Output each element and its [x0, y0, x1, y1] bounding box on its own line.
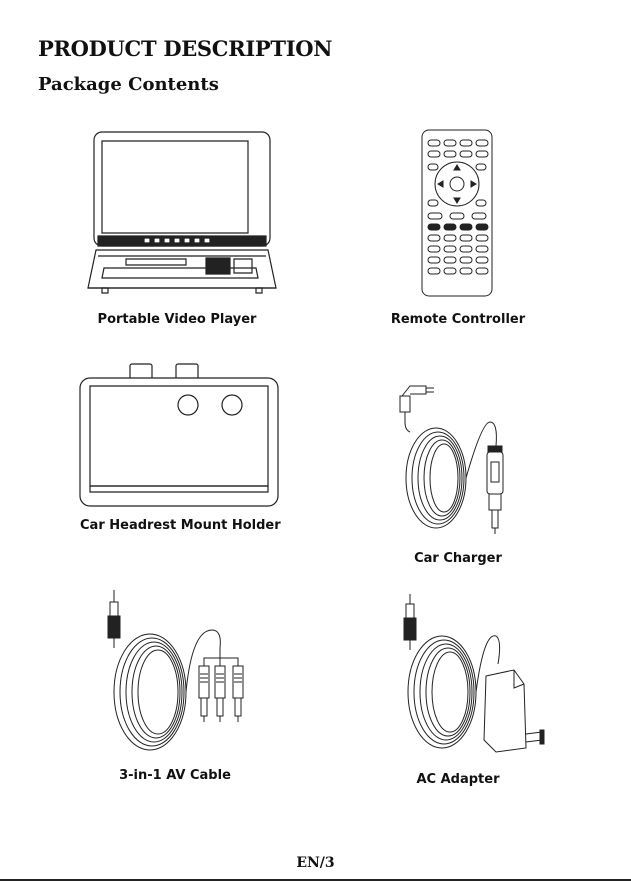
- item-caption: 3-in-1 AV Cable: [110, 768, 240, 783]
- item-caption: AC Adapter: [400, 772, 516, 787]
- bottom-rule: [0, 879, 631, 881]
- item-caption: Car Headrest Mount Holder: [80, 518, 276, 533]
- ac-adapter-illustration: [396, 592, 556, 760]
- headrest-mount-illustration: [78, 360, 280, 510]
- item-caption: Portable Video Player: [86, 312, 268, 327]
- item-caption: Remote Controller: [380, 312, 536, 327]
- portable-dvd-player-illustration: [86, 128, 278, 296]
- remote-control-illustration: [418, 128, 496, 298]
- car-charger-illustration: [396, 382, 522, 540]
- page-number: EN/3: [0, 855, 631, 871]
- item-caption: Car Charger: [396, 551, 520, 566]
- page-title: PRODUCT DESCRIPTION: [38, 36, 332, 61]
- section-heading: Package Contents: [38, 74, 219, 95]
- av-cable-illustration: [96, 588, 256, 756]
